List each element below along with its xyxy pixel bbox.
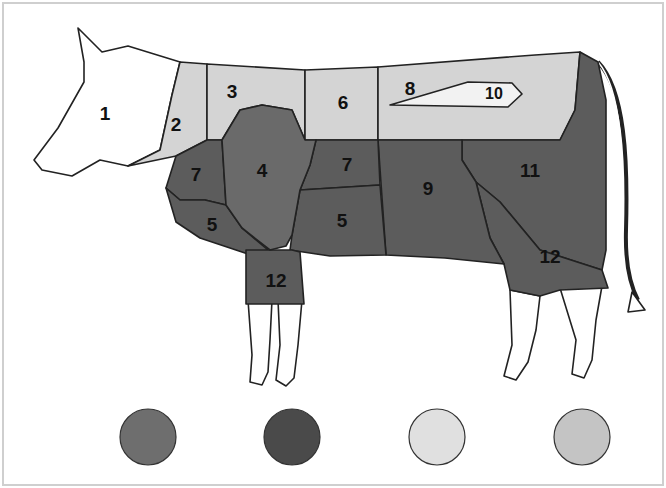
callout-number: 10 [485, 86, 503, 102]
callout-number: 1 [100, 104, 111, 123]
callout-number: 7 [191, 165, 202, 184]
cut-region [246, 250, 304, 304]
cut-region [378, 52, 580, 140]
cut-region [290, 185, 386, 256]
callout-number: 2 [171, 115, 182, 134]
shade-swatch [554, 409, 610, 465]
cut-region [222, 105, 316, 250]
callout-number: 12 [539, 247, 560, 266]
callout-number: 3 [227, 82, 238, 101]
callout-number: 6 [338, 93, 349, 112]
hind-leg [504, 290, 540, 380]
tail-tuft [628, 292, 645, 312]
cut-region [378, 140, 504, 264]
callout-number: 12 [265, 271, 286, 290]
shade-swatch [409, 409, 465, 465]
frame [3, 3, 663, 485]
cut-region [476, 182, 608, 296]
shade-swatch [264, 409, 320, 465]
callout-number: 5 [207, 215, 218, 234]
front-leg [248, 300, 272, 385]
callout-number: 11 [520, 161, 540, 180]
callout-number: 9 [423, 179, 434, 198]
callout-number: 8 [405, 79, 416, 98]
callout-number: 7 [342, 155, 353, 174]
front-leg [276, 300, 302, 386]
hind-leg [560, 286, 602, 378]
callout-number: 4 [257, 161, 268, 180]
callout-number: 5 [337, 211, 348, 230]
shade-swatch [120, 409, 176, 465]
cut-region [305, 67, 378, 140]
